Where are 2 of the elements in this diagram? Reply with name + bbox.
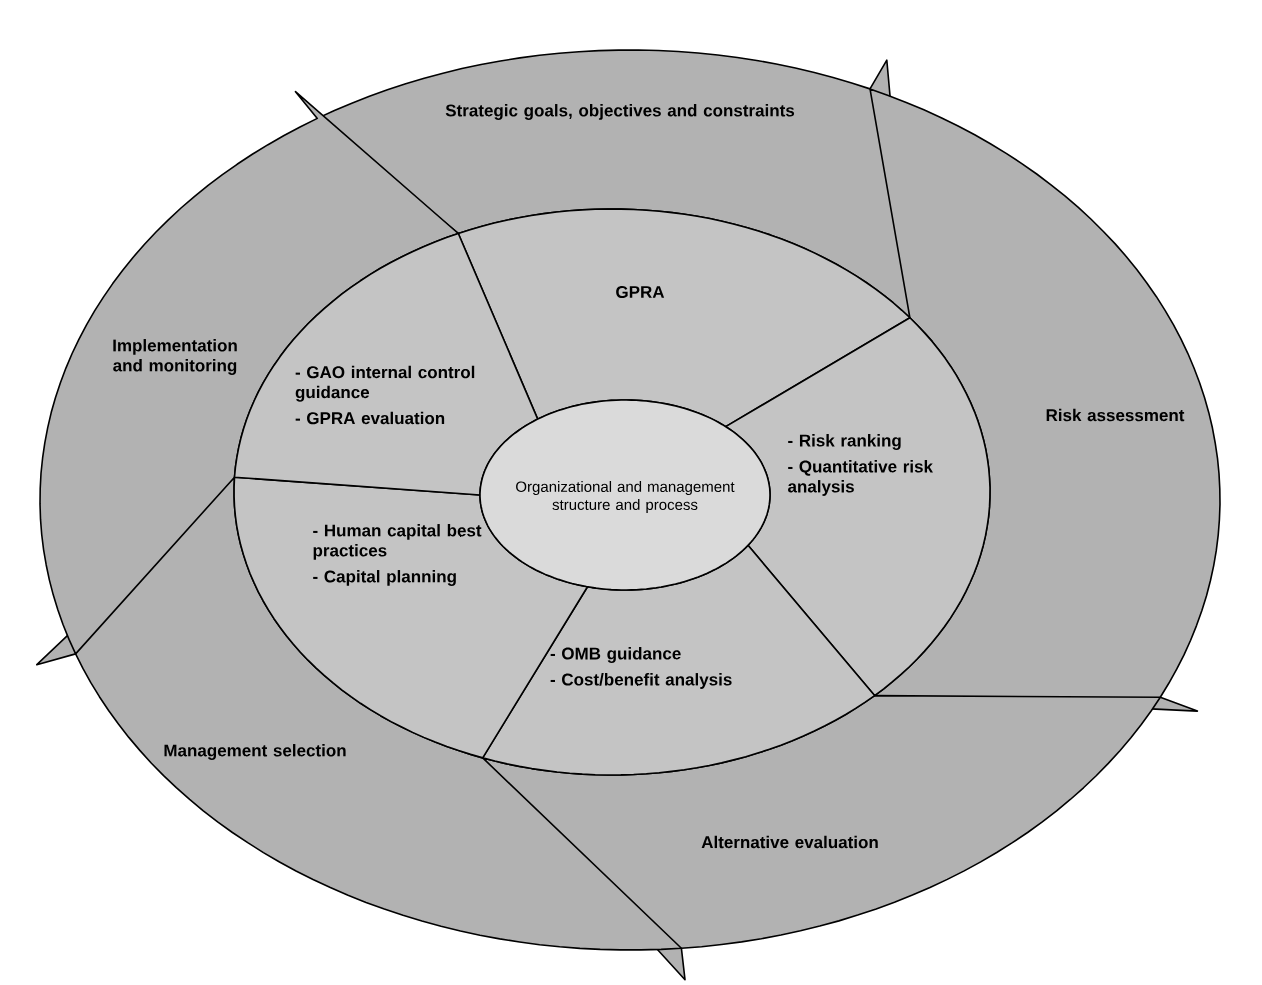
arrow-segment: Alternative evaluation xyxy=(481,694,1162,981)
ring-segment: - OMB guidance - Cost/benefit analysis xyxy=(481,544,876,776)
